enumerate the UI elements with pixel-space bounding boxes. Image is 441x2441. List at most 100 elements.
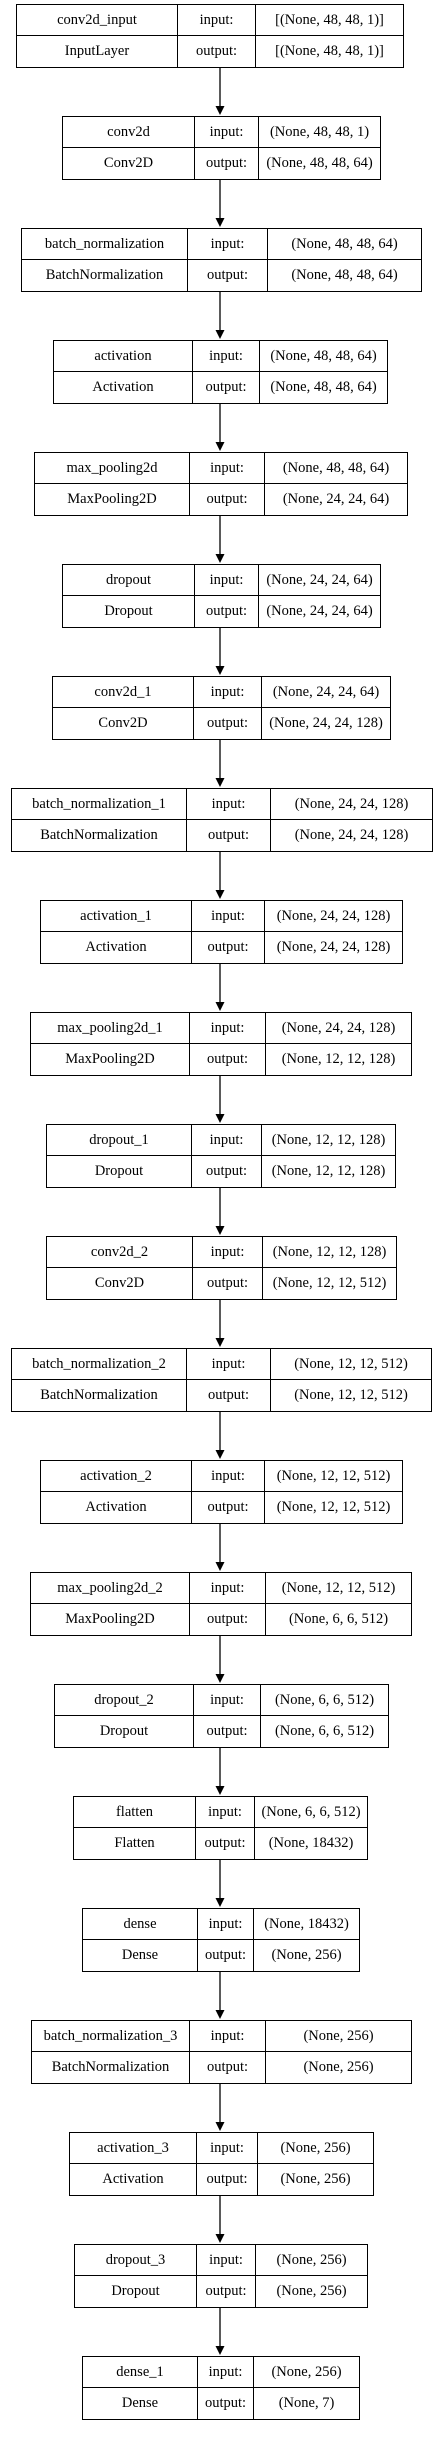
layer-type: Conv2D — [63, 148, 195, 179]
layer-name: dense_1 — [83, 2357, 198, 2388]
input-shape: (None, 12, 12, 512) — [266, 1573, 411, 1604]
arrow-head-icon — [215, 1226, 225, 1235]
output-label: output: — [193, 1268, 263, 1299]
output-label: output: — [190, 1044, 266, 1075]
output-shape: (None, 12, 12, 512) — [294, 1387, 408, 1403]
input-label: input: — [197, 2245, 256, 2276]
layer-type: Dropout — [55, 1716, 194, 1747]
arrow-head-icon — [215, 1562, 225, 1571]
arrow-head-icon — [215, 1786, 225, 1795]
input-shape: (None, 24, 24, 128) — [271, 789, 432, 820]
layer-type: Activation — [54, 372, 193, 403]
input-shape: (None, 18432) — [254, 1909, 359, 1940]
output-shape: (None, 24, 24, 64) — [282, 491, 390, 507]
input-shape: (None, 48, 48, 64) — [260, 341, 387, 372]
output-shape: (None, 12, 12, 512) — [272, 1275, 387, 1291]
input-shape: (None, 24, 24, 128) — [266, 1013, 411, 1044]
layer-name: batch_normalization_3 — [32, 2021, 190, 2052]
output-label: output: — [190, 1604, 266, 1635]
input-label: input: — [190, 1013, 266, 1044]
layer-type: Dense — [83, 2388, 198, 2419]
output-shape: (None, 6, 6, 512) — [288, 1611, 389, 1627]
input-label: input: — [193, 341, 260, 372]
output-shape: (None, 6, 6, 512) — [274, 1723, 375, 1739]
layer-name: conv2d_input — [17, 5, 178, 36]
arrow-head-icon — [215, 106, 225, 115]
layer-name: dropout_1 — [47, 1125, 192, 1156]
layer-type: BatchNormalization — [22, 260, 188, 291]
output-shape: (None, 12, 12, 128) — [271, 1163, 386, 1179]
arrow-head-icon — [215, 1674, 225, 1683]
input-label: input: — [188, 229, 268, 260]
input-shape: (None, 12, 12, 128) — [262, 1125, 395, 1156]
layer-name: activation — [54, 341, 193, 372]
layer-name: dropout_3 — [75, 2245, 197, 2276]
layer-name: max_pooling2d — [35, 453, 190, 484]
input-shape: (None, 256) — [258, 2133, 373, 2164]
input-label: input: — [197, 2133, 258, 2164]
output-label: output: — [187, 1380, 271, 1411]
arrow-head-icon — [215, 1002, 225, 1011]
layer-name: activation_2 — [41, 1461, 192, 1492]
output-label: output: — [198, 2388, 254, 2419]
output-label: output: — [198, 1940, 254, 1971]
arrow-head-icon — [215, 1450, 225, 1459]
output-shape: (None, 256) — [280, 2171, 351, 2187]
input-shape: (None, 6, 6, 512) — [255, 1797, 367, 1828]
output-label: output: — [197, 2276, 256, 2307]
layer-name: batch_normalization_1 — [12, 789, 187, 820]
arrow-head-icon — [215, 218, 225, 227]
input-label: input: — [187, 789, 271, 820]
layer-name: conv2d — [63, 117, 195, 148]
output-shape: (None, 48, 48, 64) — [270, 379, 377, 395]
input-label: input: — [187, 1349, 271, 1380]
layer-name: activation_1 — [41, 901, 192, 932]
input-shape: (None, 12, 12, 512) — [265, 1461, 402, 1492]
output-label: output: — [190, 2052, 266, 2083]
arrow-head-icon — [215, 2346, 225, 2355]
output-shape: (None, 256) — [303, 2059, 374, 2075]
output-shape: (None, 24, 24, 128) — [269, 715, 383, 731]
layer-name: dropout_2 — [55, 1685, 194, 1716]
input-label: input: — [196, 1797, 255, 1828]
input-label: input: — [195, 117, 259, 148]
input-shape: (None, 24, 24, 64) — [262, 677, 390, 708]
arrow-head-icon — [215, 666, 225, 675]
layer-type: Activation — [41, 1492, 192, 1523]
arrow-head-icon — [215, 2234, 225, 2243]
input-shape: (None, 24, 24, 128) — [265, 901, 402, 932]
output-shape: (None, 48, 48, 64) — [266, 155, 373, 171]
layer-type: Activation — [41, 932, 192, 963]
input-shape: (None, 24, 24, 64) — [259, 565, 380, 596]
input-shape: (None, 48, 48, 1) — [259, 117, 380, 148]
output-label: output: — [190, 484, 265, 515]
input-shape: (None, 12, 12, 128) — [263, 1237, 396, 1268]
layer-name: batch_normalization — [22, 229, 188, 260]
arrow-head-icon — [215, 330, 225, 339]
output-label: output: — [195, 148, 259, 179]
input-label: input: — [194, 1685, 261, 1716]
output-label: output: — [192, 932, 265, 963]
arrow-head-icon — [215, 2122, 225, 2131]
input-label: input: — [198, 2357, 254, 2388]
layer-type: Dense — [83, 1940, 198, 1971]
output-label: output: — [196, 1828, 255, 1859]
input-shape: (None, 256) — [254, 2357, 359, 2388]
layer-type: MaxPooling2D — [35, 484, 190, 515]
arrow-head-icon — [215, 554, 225, 563]
layer-type: Flatten — [74, 1828, 196, 1859]
arrow-head-icon — [215, 442, 225, 451]
layer-type: Dropout — [75, 2276, 197, 2307]
